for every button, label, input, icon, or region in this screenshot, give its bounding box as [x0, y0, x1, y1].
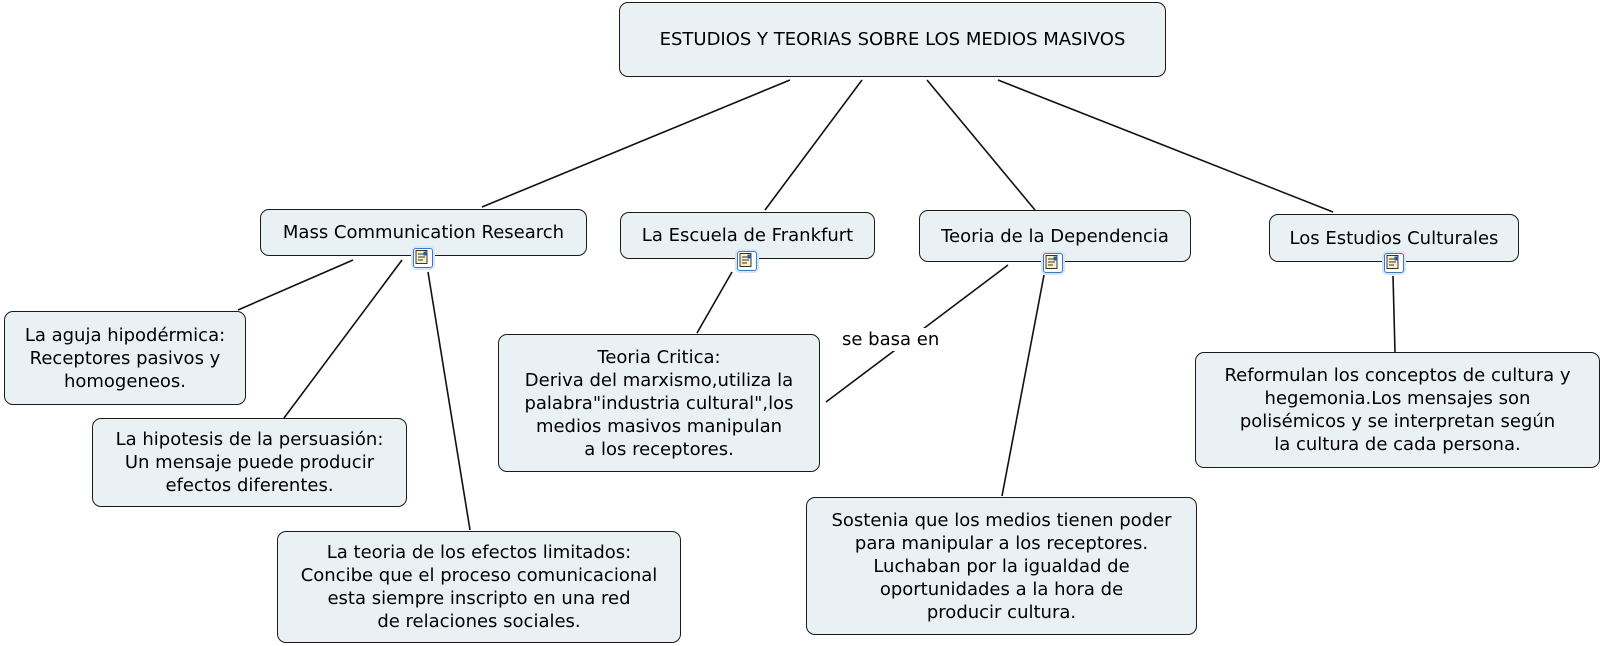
- link-label-se-basa-en: se basa en: [840, 328, 942, 351]
- connector-line: [696, 271, 733, 334]
- connector-line: [237, 259, 354, 311]
- branch-estudios-culturales[interactable]: Los Estudios Culturales: [1269, 214, 1519, 262]
- connector-line: [997, 79, 1334, 213]
- detail-hipotesis-persuasion[interactable]: La hipotesis de la persuasión: Un mensaj…: [92, 418, 407, 507]
- connector-line: [283, 259, 403, 419]
- connector-line: [1001, 274, 1045, 497]
- connector-line: [764, 79, 863, 211]
- note-document-icon[interactable]: [1043, 253, 1063, 273]
- note-document-icon[interactable]: [1384, 253, 1404, 273]
- branch-escuela-de-frankfurt[interactable]: La Escuela de Frankfurt: [620, 212, 875, 259]
- note-document-icon[interactable]: [413, 248, 433, 268]
- connector-line: [481, 79, 791, 208]
- detail-sostenia-poder[interactable]: Sostenia que los medios tienen poder par…: [806, 497, 1197, 635]
- note-document-icon[interactable]: [737, 251, 757, 271]
- detail-aguja-hipodermica[interactable]: La aguja hipodérmica: Receptores pasivos…: [4, 311, 246, 405]
- connector-line: [926, 79, 1036, 211]
- connector-line: [1392, 275, 1396, 353]
- detail-reformulan-conceptos[interactable]: Reformulan los conceptos de cultura y he…: [1195, 352, 1600, 468]
- root-topic[interactable]: ESTUDIOS Y TEORIAS SOBRE LOS MEDIOS MASI…: [619, 2, 1166, 77]
- detail-efectos-limitados[interactable]: La teoria de los efectos limitados: Conc…: [277, 531, 681, 643]
- connector-line: [427, 271, 471, 531]
- detail-teoria-critica[interactable]: Teoria Critica: Deriva del marxismo,util…: [498, 334, 820, 472]
